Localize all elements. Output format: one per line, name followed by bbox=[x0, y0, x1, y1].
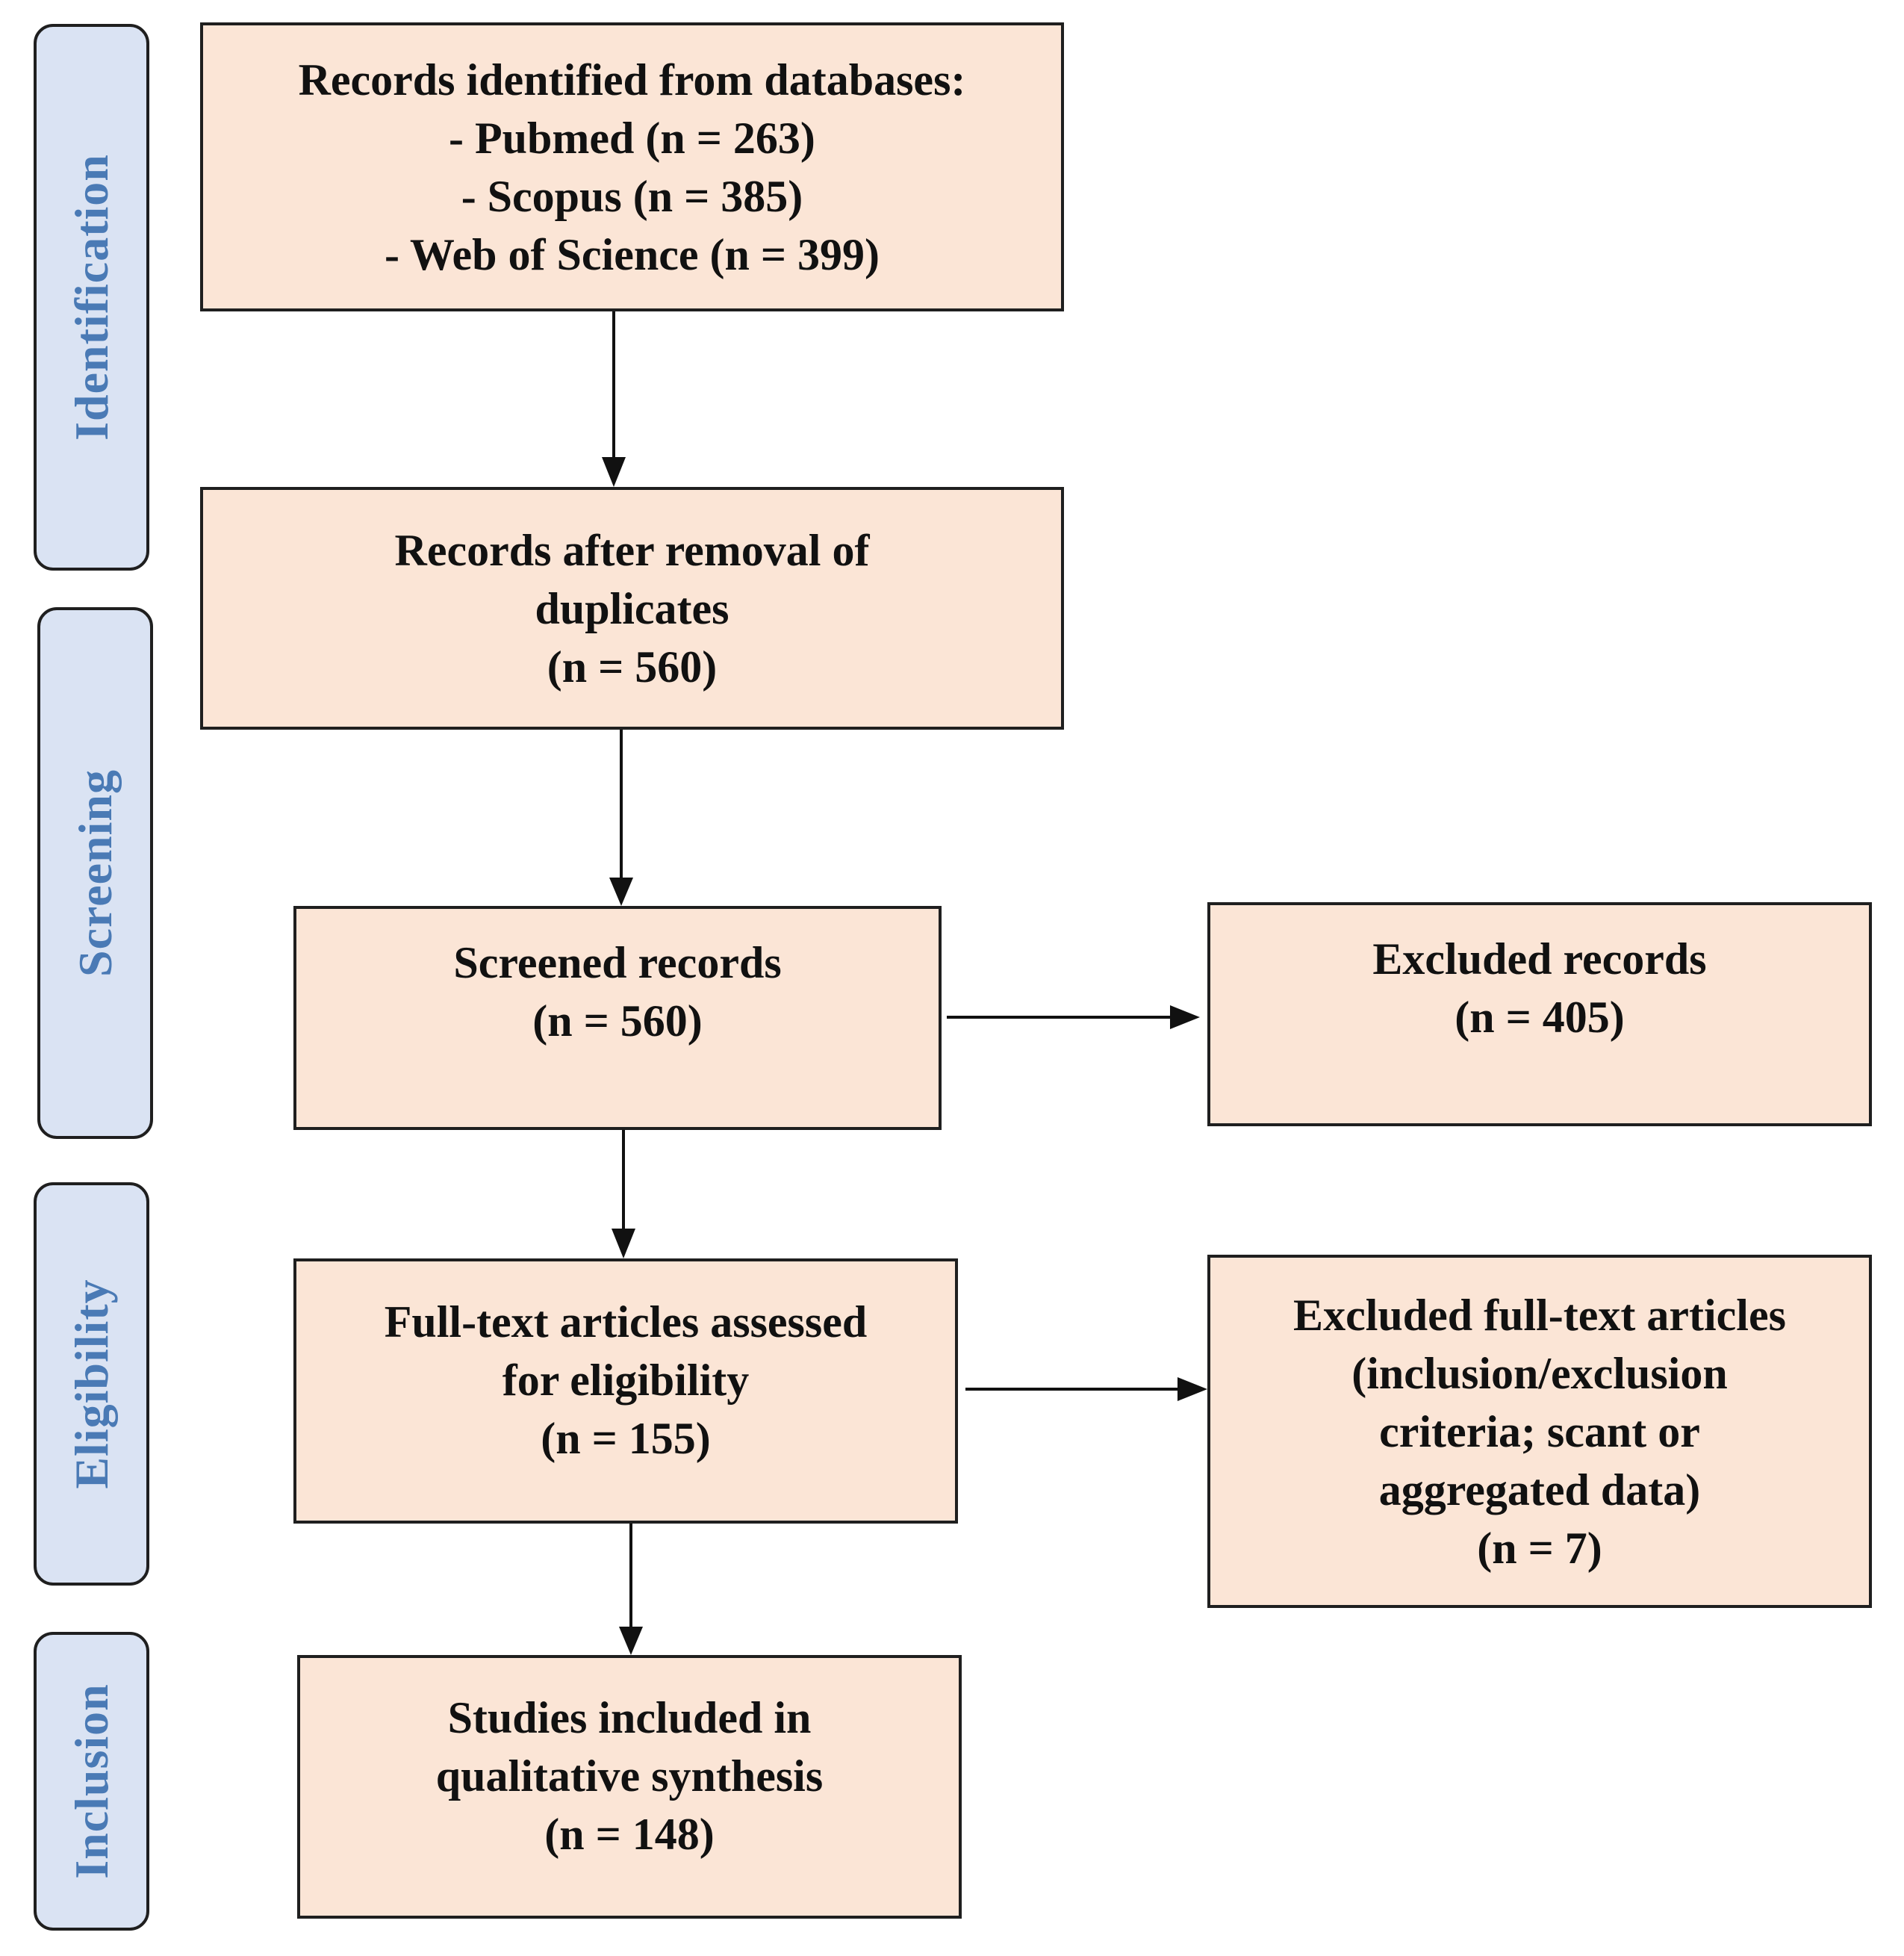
text-line: (n = 7) bbox=[1477, 1523, 1602, 1573]
text-line: (n = 560) bbox=[532, 996, 703, 1046]
text-line: Studies included in bbox=[447, 1692, 812, 1742]
text-line: (n = 148) bbox=[544, 1809, 715, 1859]
text-line: - Web of Science (n = 399) bbox=[384, 229, 880, 279]
box-records-identified: Records identified from databases: - Pub… bbox=[200, 22, 1064, 311]
text-line: Screened records bbox=[453, 938, 782, 987]
box-full-text-assessed-text: Full-text articles assessed for eligibil… bbox=[385, 1293, 868, 1468]
text-line: Records after removal of bbox=[394, 525, 870, 575]
box-studies-included: Studies included in qualitative synthesi… bbox=[297, 1655, 962, 1919]
box-records-after-duplicates-text: Records after removal of duplicates (n =… bbox=[395, 521, 870, 696]
text-line: Excluded full-text articles bbox=[1293, 1290, 1786, 1340]
stage-inclusion: Inclusion bbox=[34, 1632, 149, 1931]
text-line: (n = 560) bbox=[547, 642, 718, 692]
box-excluded-full-text: Excluded full-text articles (inclusion/e… bbox=[1207, 1255, 1872, 1608]
text-line: qualitative synthesis bbox=[435, 1751, 824, 1801]
stage-screening: Screening bbox=[37, 607, 153, 1139]
arrowhead bbox=[1170, 1005, 1200, 1029]
box-full-text-assessed: Full-text articles assessed for eligibil… bbox=[293, 1258, 958, 1524]
text-line: - Scopus (n = 385) bbox=[461, 171, 803, 221]
arrowhead bbox=[612, 1229, 635, 1258]
stage-identification: Identification bbox=[34, 24, 149, 571]
text-line: for eligibility bbox=[502, 1355, 750, 1405]
text-line: criteria; scant or bbox=[1379, 1406, 1700, 1456]
stage-eligibility: Eligibility bbox=[34, 1182, 149, 1586]
box-excluded-records: Excluded records (n = 405) bbox=[1207, 902, 1872, 1126]
text-line: Records identified from databases: bbox=[298, 55, 966, 105]
text-line: (n = 405) bbox=[1455, 993, 1625, 1042]
text-line: (inclusion/exclusion bbox=[1351, 1348, 1728, 1398]
arrowhead bbox=[602, 457, 626, 487]
box-excluded-full-text-text: Excluded full-text articles (inclusion/e… bbox=[1293, 1286, 1786, 1577]
text-line: aggregated data) bbox=[1378, 1465, 1701, 1515]
text-line: Full-text articles assessed bbox=[384, 1297, 868, 1347]
text-line: - Pubmed (n = 263) bbox=[449, 113, 815, 163]
arrowhead bbox=[609, 878, 633, 906]
box-screened-records: Screened records (n = 560) bbox=[293, 906, 942, 1130]
box-studies-included-text: Studies included in qualitative synthesi… bbox=[436, 1689, 823, 1863]
box-screened-records-text: Screened records (n = 560) bbox=[453, 934, 781, 1050]
text-line: (n = 155) bbox=[541, 1413, 711, 1463]
box-records-identified-text: Records identified from databases: - Pub… bbox=[299, 51, 966, 284]
box-records-after-duplicates: Records after removal of duplicates (n =… bbox=[200, 487, 1064, 730]
arrowhead bbox=[619, 1627, 643, 1655]
text-line: duplicates bbox=[535, 583, 729, 633]
box-excluded-records-text: Excluded records (n = 405) bbox=[1372, 930, 1706, 1046]
text-line: Excluded records bbox=[1372, 934, 1707, 984]
arrowhead bbox=[1177, 1377, 1207, 1401]
